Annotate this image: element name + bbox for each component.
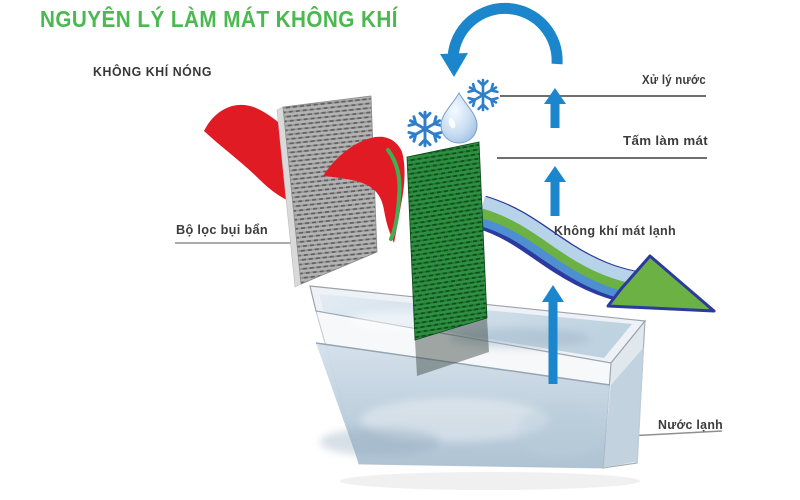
cool-air-arrow-icon [475, 195, 716, 313]
up-arrow-icon [544, 166, 566, 216]
water-treatment-label: Xử lý nước [642, 72, 706, 87]
hot-air-wave-filtered [323, 136, 405, 243]
cold-water-pointer-line [627, 430, 723, 437]
cooling-pad-label: Tấm làm mát [623, 133, 708, 148]
page-title: NGUYÊN LÝ LÀM MÁT KHÔNG KHÍ [40, 5, 398, 32]
up-arrow-icon [544, 88, 566, 128]
up-arrow-icon [542, 285, 564, 384]
cold-water-label: Nước lạnh [658, 417, 723, 432]
tank-shadow [340, 472, 640, 490]
snowflake-icon [468, 80, 498, 110]
dust-filter-label: Bộ lọc bụi bẩn [176, 222, 268, 237]
water-ripple [518, 404, 602, 460]
water-ripple [320, 428, 440, 456]
cooling-stripe [386, 148, 402, 241]
snowflake-icon [408, 112, 442, 146]
cool-air-label: Không khí mát lạnh [554, 223, 676, 238]
hot-air-label: KHÔNG KHÍ NÓNG [93, 64, 212, 79]
water-drop-icon [440, 91, 478, 144]
waterline [315, 342, 611, 386]
tank-right-water [603, 347, 644, 468]
cool-air-arrowhead [606, 254, 716, 313]
dust-filter-panel [282, 95, 378, 285]
circulation-arrow-icon [440, 2, 563, 77]
cooling-pad-submerged [415, 318, 489, 376]
cooling-pad-panel [406, 141, 488, 341]
